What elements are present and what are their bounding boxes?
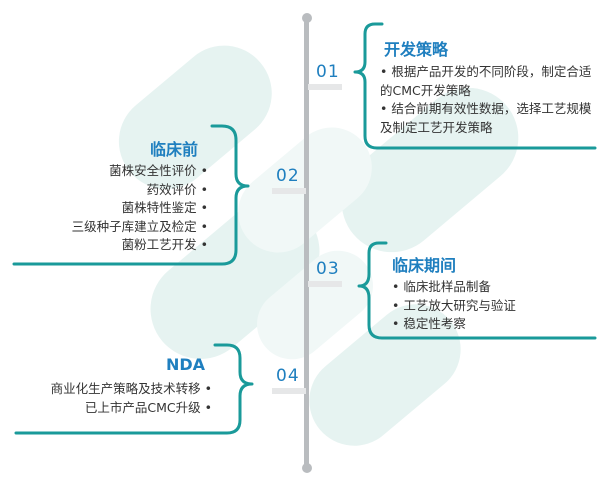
step-underline-01 — [308, 84, 342, 90]
list-item: 药效评价 • — [146, 181, 208, 197]
timeline-start-dot — [302, 13, 312, 23]
step-list-01: • 根据产品开发的不同阶段，制定合适的CMC开发策略 • 结合前期有效性数据，选… — [380, 63, 602, 137]
step-title-03: 临床期间 — [392, 256, 457, 275]
timeline-end-dot — [302, 463, 312, 473]
list-item: 商业化生产策略及技术转移 • — [50, 381, 212, 396]
step-number-03: 03 — [316, 259, 340, 279]
step-number-04: 04 — [276, 366, 300, 386]
list-item: 菌株特性鉴定 • — [121, 200, 208, 215]
list-item: • 稳定性考察 — [392, 316, 466, 331]
step-list-02: 菌株安全性评价 • 药效评价 • 菌株特性鉴定 • 三级种子库建立及检定 • 菌… — [10, 162, 208, 255]
list-item: • 临床批样品制备 — [392, 279, 491, 294]
step-title-02: 临床前 — [150, 140, 199, 159]
bracket-step-01 — [353, 22, 597, 150]
list-item: 菌株安全性评价 • — [109, 163, 208, 178]
list-item: 已上市产品CMC升级 • — [84, 399, 212, 415]
bracket-step-03 — [357, 241, 597, 340]
list-item: 菌粉工艺开发 • — [121, 237, 208, 252]
bracket-step-04 — [14, 343, 254, 435]
list-item: 三级种子库建立及检定 • — [71, 218, 208, 234]
step-list-04: 商业化生产策略及技术转移 • 已上市产品CMC升级 • — [10, 380, 212, 417]
step-title-01: 开发策略 — [384, 40, 449, 59]
step-underline-02 — [272, 188, 306, 194]
step-title-04: NDA — [166, 355, 206, 374]
step-number-01: 01 — [316, 62, 340, 82]
timeline-axis — [304, 20, 309, 468]
step-number-02: 02 — [276, 166, 300, 186]
step-list-03: • 临床批样品制备 • 工艺放大研究与验证 • 稳定性考察 — [392, 278, 592, 334]
list-item: • 工艺放大研究与验证 — [392, 297, 516, 313]
bracket-step-02 — [12, 124, 250, 266]
step-underline-03 — [308, 281, 342, 287]
list-item: • 根据产品开发的不同阶段，制定合适的CMC开发策略 — [380, 64, 592, 98]
step-underline-04 — [272, 388, 306, 394]
list-item: • 结合前期有效性数据，选择工艺规模及制定工艺开发策略 — [380, 101, 592, 135]
